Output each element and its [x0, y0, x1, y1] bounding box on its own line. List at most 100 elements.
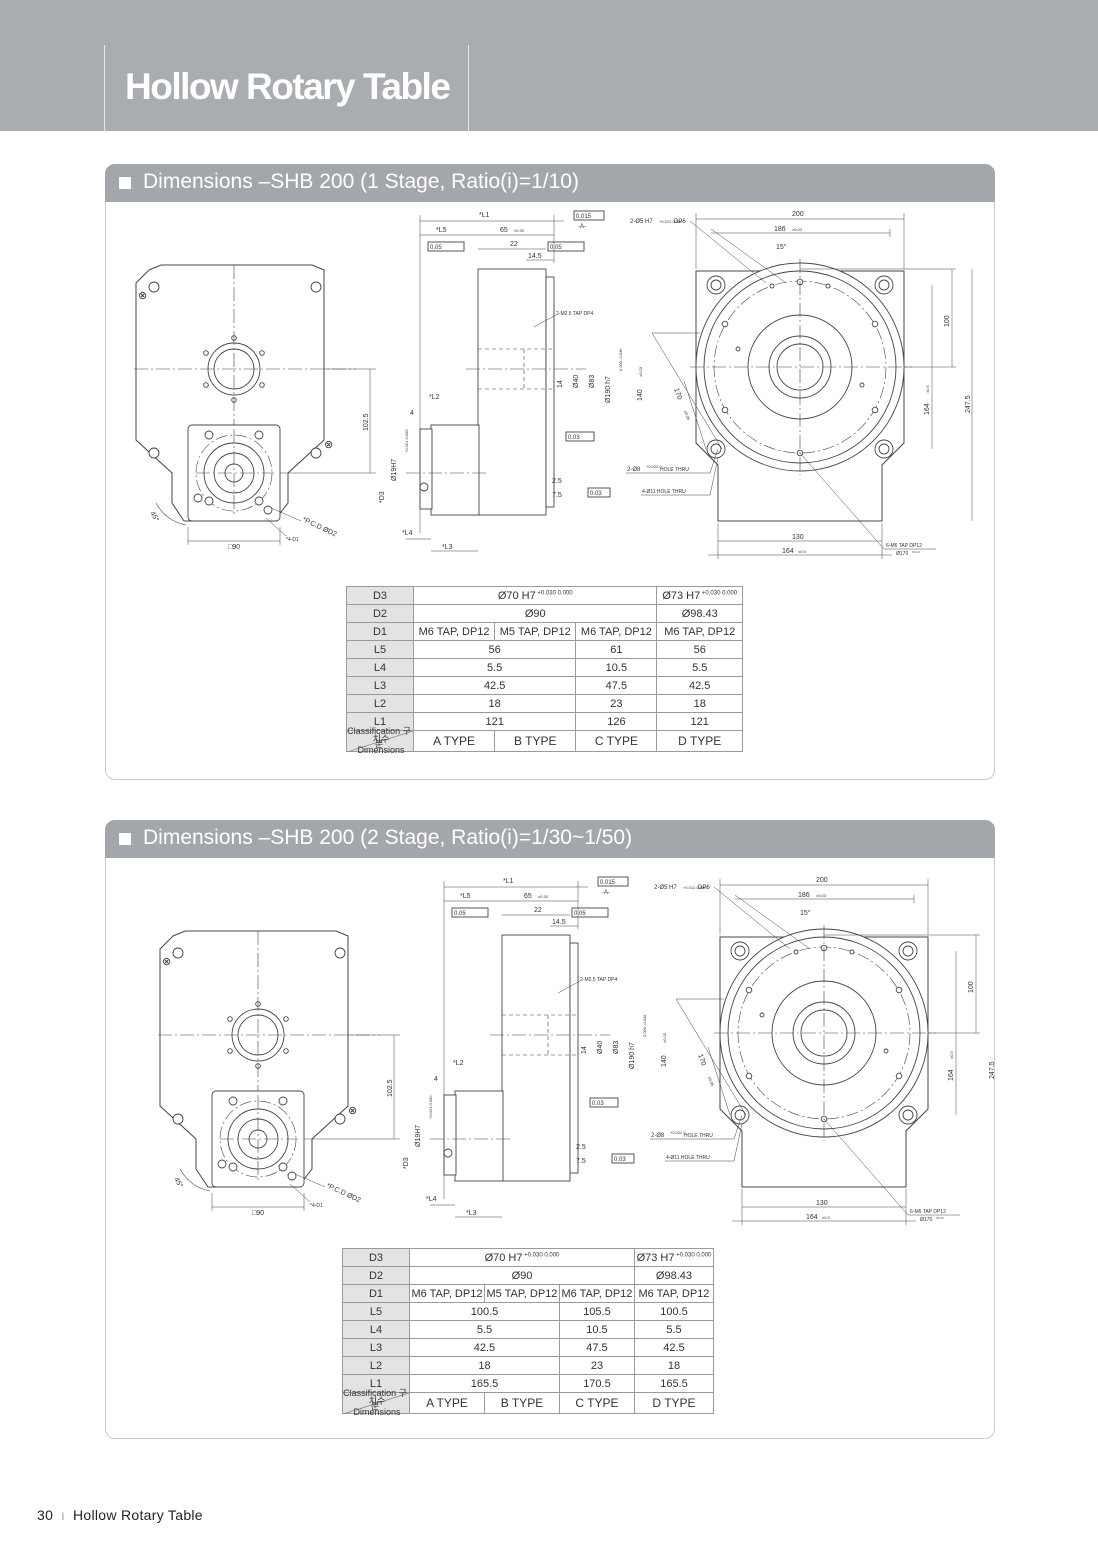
table-cell: Ø98.43	[656, 604, 743, 623]
table-cell: 18	[633, 1356, 715, 1375]
set-screw	[443, 1148, 453, 1158]
table-flange	[569, 942, 579, 1174]
dimension-label: 170	[672, 387, 683, 400]
runout-tolerance-frame	[611, 1153, 635, 1164]
parallelism-tolerance: 0.05	[550, 245, 562, 251]
dimension-label: ±0.5	[925, 384, 930, 393]
dimension-label: Ø83	[613, 1041, 620, 1054]
dimension-label: *D3	[379, 491, 386, 503]
row-label: D2	[346, 604, 414, 623]
dimension-label: Ø190 h7	[605, 376, 612, 403]
angle-arc	[155, 502, 187, 526]
dimension-label: 140	[637, 389, 644, 401]
dimension-label: *L3	[466, 1210, 477, 1217]
cell-value: Ø73 H7	[636, 1251, 675, 1264]
drawing-line	[710, 228, 787, 284]
dimension-label: *L1	[503, 878, 514, 885]
cell-value: Ø98.43	[655, 1269, 693, 1282]
row-label: D2	[342, 1266, 410, 1285]
dimension-label: *L5	[436, 227, 447, 234]
dimension-label: *4-D1	[286, 537, 299, 543]
tolerance: +0.030 0.000	[522, 1251, 560, 1258]
flatness-tolerance: 0.015	[576, 214, 592, 220]
table-cell: 100.5	[409, 1302, 560, 1321]
mount-hole	[310, 447, 322, 459]
dimension-label: Ø83	[589, 375, 596, 388]
dimension-label: 22	[510, 241, 518, 248]
dimension-label: Ø170	[920, 1217, 932, 1223]
dimension-label: 4	[434, 1076, 438, 1083]
drawing-line	[734, 894, 811, 950]
dimension-label: +0.021 0.000	[428, 1095, 433, 1119]
footer-separator: I	[61, 1511, 65, 1523]
row-label: L1	[346, 712, 414, 731]
datum-label: -A-	[578, 224, 586, 230]
cell-value: 165.5	[470, 1377, 499, 1390]
cell-value: 47.5	[586, 1341, 608, 1354]
flange-screw	[254, 430, 264, 440]
dimension-label: *L5	[460, 893, 471, 900]
pin-hole	[849, 949, 855, 955]
mount-hole	[334, 1113, 346, 1125]
runout-tolerance: 0.03	[590, 491, 602, 497]
dimension-label: Ø190 h7	[629, 1042, 636, 1069]
dimension-label: ±0.03	[792, 227, 803, 232]
tolerance: +0.030 0.000	[700, 589, 738, 596]
flange-screw	[278, 1162, 288, 1172]
tolerance: +0.030 0.000	[674, 1251, 712, 1258]
dimension-label: 164	[806, 1214, 818, 1221]
corner-hole-inner	[878, 279, 890, 291]
dimension-label: ±0.5	[798, 549, 807, 554]
parallelism-tolerance: 0.05	[574, 911, 586, 917]
table-cell: 42.5	[409, 1338, 560, 1357]
dimension-label: 100	[944, 315, 951, 327]
dimension-label: +0.022 0	[646, 464, 662, 469]
parallelism-tolerance-frame	[451, 907, 489, 918]
type-header: B TYPE	[494, 730, 577, 752]
motor-housing	[454, 1090, 504, 1182]
cell-value: 121	[485, 715, 504, 728]
cell-value: 23	[590, 1359, 604, 1372]
dimension-label: 14	[557, 380, 564, 388]
tolerance: +0.030 0.000	[535, 589, 573, 596]
cell-value: Ø98.43	[681, 607, 718, 620]
flange-screw	[217, 1159, 227, 1169]
table-cell: 165.5	[409, 1374, 560, 1393]
type-header: C TYPE	[575, 730, 658, 752]
dimension-label: 2-Ø8	[627, 467, 641, 473]
table-body	[477, 268, 547, 516]
section-heading: Dimensions –SHB 200 (2 Stage, Ratio(i)=1…	[143, 826, 633, 849]
dimension-label: 45°	[172, 1176, 184, 1189]
cell-value: 18	[488, 697, 501, 710]
motor-adapter	[419, 428, 433, 510]
cell-value: 121	[690, 715, 709, 728]
table-cell: M5 TAP, DP12	[483, 1284, 560, 1303]
footer-title: Hollow Rotary Table	[72, 1507, 203, 1523]
section-heading: Dimensions –SHB 200 (1 Stage, Ratio(i)=1…	[143, 170, 579, 193]
corner-classification-label: Classification 구분	[343, 1388, 407, 1411]
flange-screw	[228, 1162, 238, 1172]
dimension-label: *D3	[403, 1157, 410, 1169]
table-cell: 23	[575, 694, 658, 713]
cell-value: 126	[607, 715, 626, 728]
cell-value: M6 TAP, DP12	[411, 1287, 483, 1300]
mount-hole	[148, 281, 160, 293]
row-label: L2	[346, 694, 414, 713]
dimension-label: 247.5	[965, 395, 972, 413]
cell-value: M6 TAP, DP12	[418, 625, 490, 638]
cell-value: 5.5	[476, 1323, 493, 1336]
dimension-label: 4-Ø11 HOLE THRU	[666, 1155, 710, 1161]
pin-hole	[769, 283, 775, 289]
table-cell: Ø98.43	[633, 1266, 715, 1285]
table-cell: 23	[558, 1356, 635, 1375]
dimension-label: ±0.05	[683, 410, 691, 422]
pin-hole	[793, 949, 799, 955]
flange-screw	[193, 493, 203, 503]
dimension-label: *L2	[429, 394, 440, 401]
